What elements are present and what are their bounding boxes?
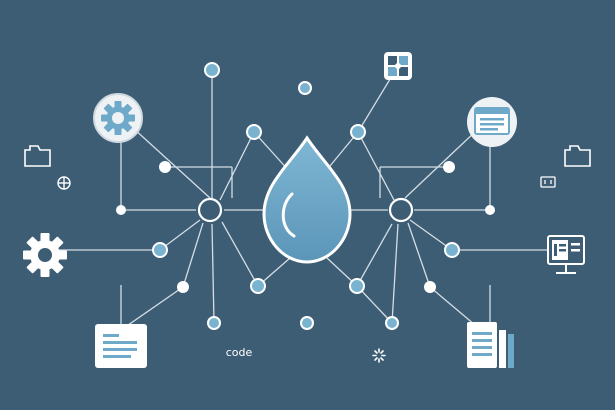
- spinner-icon: [372, 348, 386, 363]
- connector-lines: [45, 65, 548, 331]
- left-hub-node: [197, 197, 223, 223]
- gear-icon: [23, 233, 67, 277]
- network-nodes: [116, 62, 495, 330]
- right-hub-node: [388, 197, 414, 223]
- folder-icon: [24, 145, 51, 167]
- code-label: code: [225, 346, 253, 359]
- water-drop-icon: [262, 135, 352, 264]
- folder-icon: [564, 145, 591, 167]
- globe-icon: [57, 176, 71, 190]
- document-icon: [95, 324, 147, 368]
- chip-icon: [540, 176, 556, 188]
- document-stack-icon: [467, 322, 514, 368]
- puzzle-icon: [384, 52, 412, 80]
- monitor-document-icon: [547, 235, 585, 274]
- document-icon: [467, 97, 517, 147]
- gear-icon: [93, 93, 143, 143]
